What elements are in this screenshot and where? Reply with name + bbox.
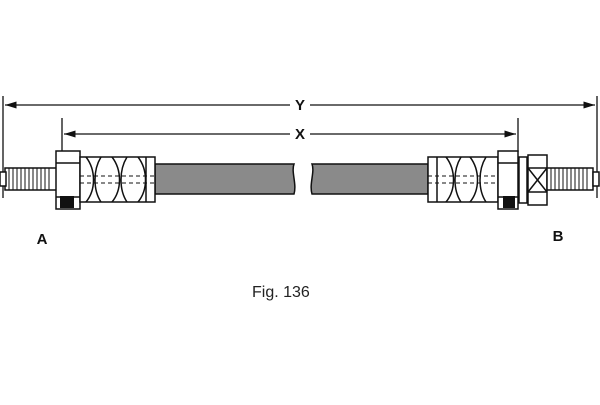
dimension-y: Y xyxy=(5,97,595,114)
fitting-left xyxy=(0,150,156,210)
thread-right xyxy=(546,167,600,191)
end-label-a: A xyxy=(37,231,48,248)
hex-nut-left xyxy=(55,150,81,210)
washer-right xyxy=(518,156,528,204)
hose-segment-left xyxy=(154,163,296,195)
dimension-x: X xyxy=(64,126,516,143)
hose-body xyxy=(154,163,429,195)
dimension-x-label: X xyxy=(295,126,305,143)
ferrule-right xyxy=(427,156,499,203)
end-label-b: B xyxy=(553,228,564,245)
dimension-y-label: Y xyxy=(295,97,305,114)
hose-segment-right xyxy=(310,163,429,195)
hex-nut-right xyxy=(497,150,519,210)
thread-left xyxy=(0,167,58,191)
figure-caption: Fig. 136 xyxy=(252,284,310,301)
ferrule-left xyxy=(79,156,156,203)
fitting-right xyxy=(427,150,600,210)
lock-nut-right xyxy=(527,154,548,206)
